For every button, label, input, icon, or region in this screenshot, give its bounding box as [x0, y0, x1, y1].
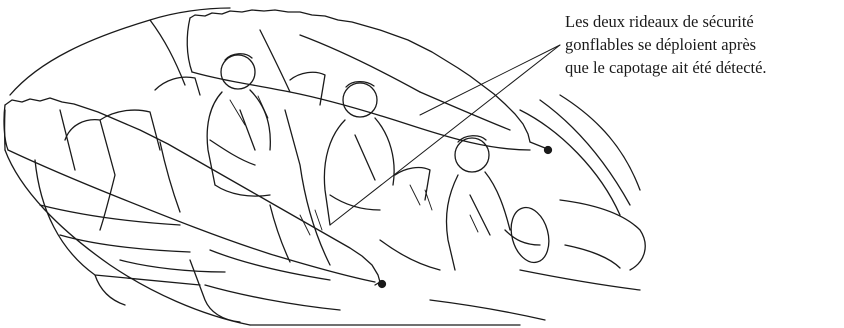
occupant-rear: [207, 54, 270, 196]
deployment-motion-lines: [230, 96, 478, 235]
curtain-airbag-far: [187, 10, 551, 154]
occupant-driver: [446, 136, 554, 270]
front-seat: [190, 72, 440, 322]
curtain-airbag-near: [4, 98, 386, 288]
callout-leader-lines: [330, 45, 560, 225]
rear-seat: [35, 77, 225, 305]
